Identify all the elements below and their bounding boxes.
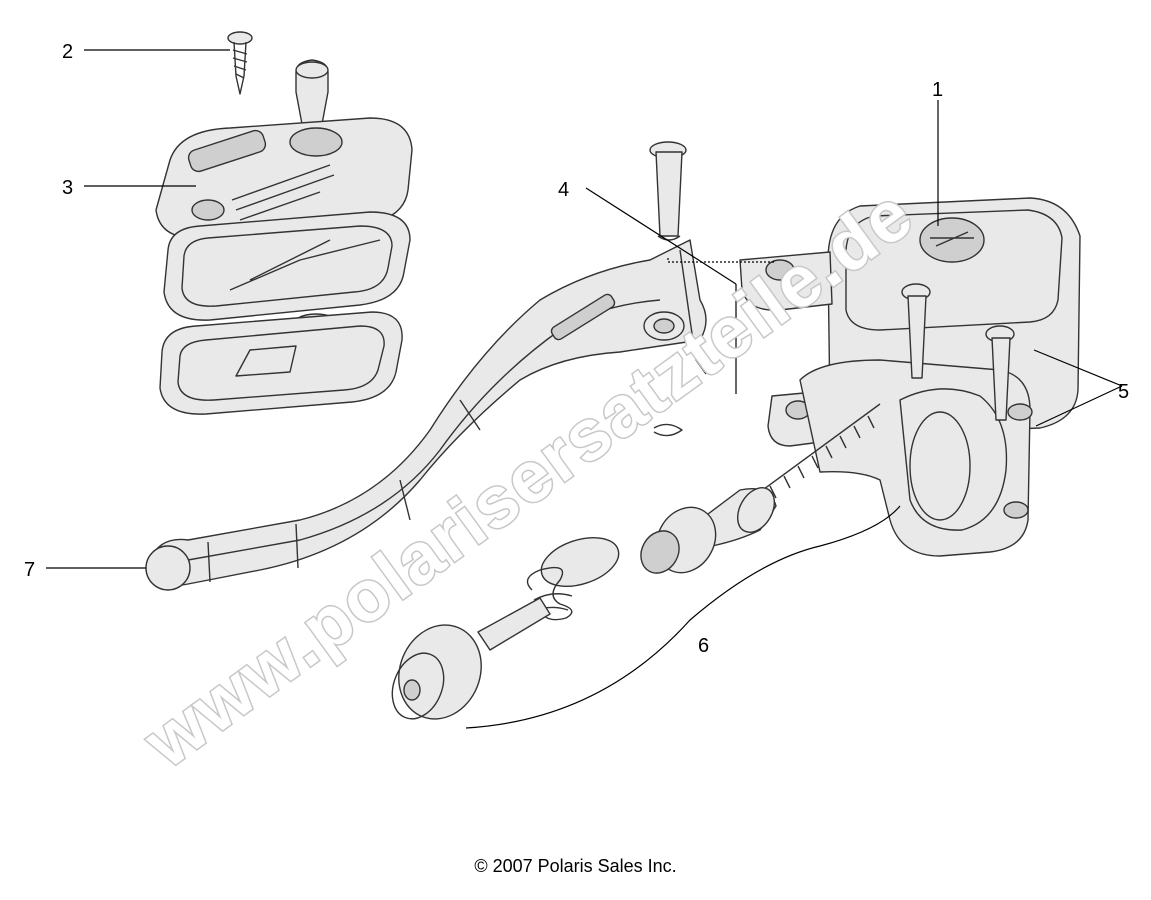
piston-kit-part (391, 403, 901, 729)
callout-1: 1 (932, 79, 943, 101)
clamp-screws-part (901, 283, 1015, 421)
callout-7: 7 (24, 559, 35, 581)
callout-2: 2 (62, 41, 73, 63)
brake-lever-part (145, 239, 707, 591)
copyright-notice: © 2007 Polaris Sales Inc. (474, 856, 677, 876)
callout-4: 4 (558, 179, 569, 201)
pivot-pin-part (649, 141, 687, 437)
callout-3: 3 (62, 177, 73, 199)
screw-part (227, 31, 253, 95)
callout-5: 5 (1118, 381, 1129, 403)
reservoir-cap-part (155, 59, 413, 415)
master-cylinder-body-part (739, 197, 1081, 557)
callout-6: 6 (698, 635, 709, 657)
leader-lines (46, 49, 1123, 569)
